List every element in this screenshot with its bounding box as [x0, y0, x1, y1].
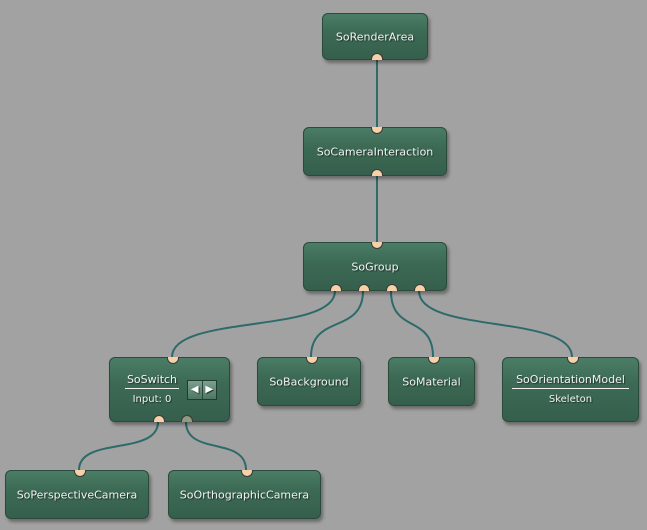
output-port[interactable]	[358, 284, 370, 291]
input-port[interactable]	[167, 357, 179, 364]
node-label: SoPerspectiveCamera	[16, 488, 138, 501]
node-label: SoOrientationModel	[512, 373, 629, 389]
input-port[interactable]	[371, 242, 383, 249]
node-so-switch[interactable]: SoSwitch Input: 0 ◀ ▶	[109, 357, 230, 422]
node-sublabel: Skeleton	[548, 394, 593, 405]
node-so-background[interactable]: SoBackground	[257, 357, 361, 406]
node-label: SoGroup	[351, 260, 399, 273]
output-port[interactable]	[181, 415, 193, 422]
node-label: SoSwitch	[124, 373, 180, 389]
node-label: SoMaterial	[402, 375, 461, 388]
node-sublabel: Input: 0	[132, 394, 172, 405]
next-arrow-icon[interactable]: ▶	[201, 381, 217, 399]
output-port[interactable]	[414, 284, 426, 291]
input-port[interactable]	[306, 357, 318, 364]
connection-wire	[310, 290, 364, 358]
connection-wire	[418, 290, 573, 358]
input-port[interactable]	[241, 470, 253, 477]
input-port[interactable]	[74, 470, 86, 477]
output-port[interactable]	[371, 53, 383, 60]
connection-wire	[78, 421, 159, 471]
output-port[interactable]	[330, 284, 342, 291]
node-label: SoCameraInteraction	[316, 145, 434, 158]
node-so-orthographic-camera[interactable]: SoOrthographicCamera	[168, 470, 321, 519]
input-stepper[interactable]: ◀ ▶	[187, 380, 217, 400]
output-port[interactable]	[386, 284, 398, 291]
node-so-render-area[interactable]: SoRenderArea	[322, 13, 428, 60]
output-port[interactable]	[371, 169, 383, 176]
connection-wire	[171, 290, 336, 358]
node-label: SoRenderArea	[335, 30, 415, 43]
connection-wire	[390, 290, 434, 358]
node-so-material[interactable]: SoMaterial	[388, 357, 475, 406]
input-port[interactable]	[567, 357, 579, 364]
output-port[interactable]	[153, 415, 165, 422]
node-so-orientation-model[interactable]: SoOrientationModel Skeleton	[502, 357, 639, 422]
previous-arrow-icon[interactable]: ◀	[190, 384, 199, 395]
input-port[interactable]	[371, 127, 383, 134]
input-port[interactable]	[428, 357, 440, 364]
node-so-perspective-camera[interactable]: SoPerspectiveCamera	[5, 470, 149, 519]
node-label: SoOrthographicCamera	[179, 488, 310, 501]
node-so-group[interactable]: SoGroup	[303, 242, 447, 291]
node-label: SoBackground	[269, 375, 349, 388]
node-so-camera-interaction[interactable]: SoCameraInteraction	[303, 127, 447, 176]
connection-wire	[185, 421, 247, 471]
